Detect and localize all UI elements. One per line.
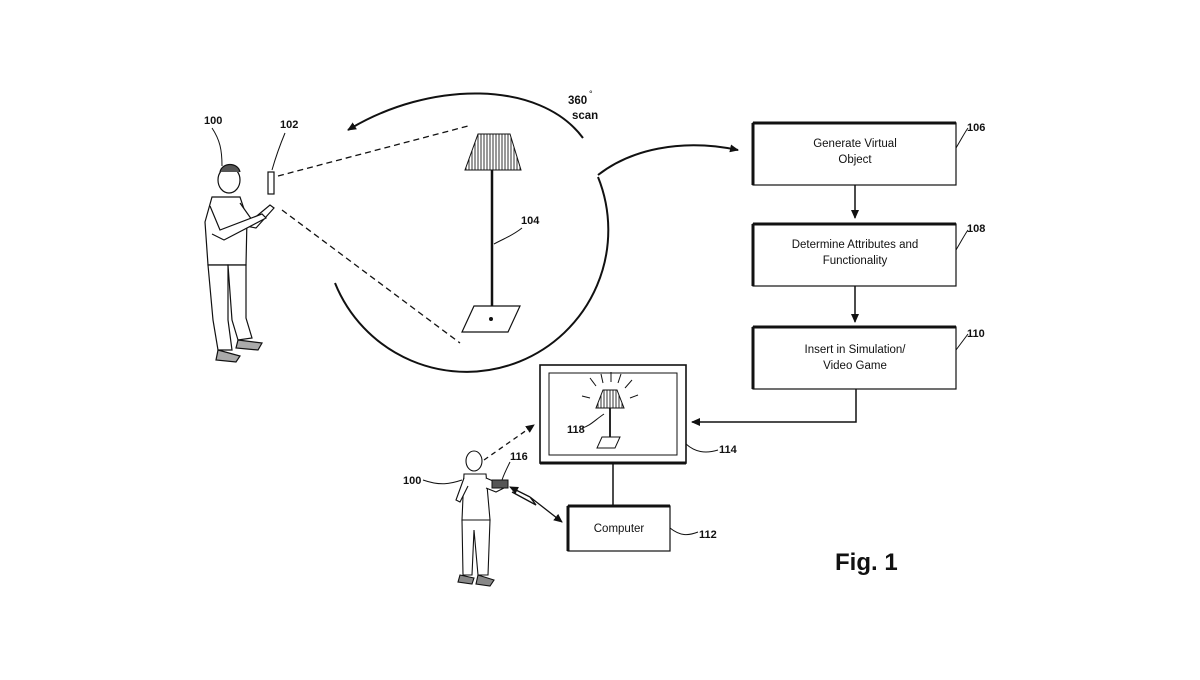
device-ref-leader [271, 132, 286, 171]
ref-104: 104 [521, 215, 540, 227]
user-sightline [483, 424, 535, 461]
scan-degree-sign: ° [589, 89, 593, 99]
wireless-link-back [509, 486, 531, 498]
ref-114: 114 [719, 444, 738, 456]
physical-lamp [461, 133, 522, 333]
figure-label: Fig. 1 [835, 549, 898, 576]
ref-100-top: 100 [204, 115, 222, 127]
box-determine-line1: Determine Attributes and [792, 239, 919, 251]
box-insert-line1: Insert in Simulation/ [805, 344, 907, 356]
box-determine-line2: Functionality [823, 255, 888, 267]
ref-114-leader [685, 443, 719, 453]
user-bottom-figure [455, 450, 505, 587]
user-top-ref-leader [211, 127, 223, 167]
ref-108-leader [955, 229, 969, 251]
box-insert-simulation: Insert in Simulation/ Video Game [751, 325, 957, 390]
wireless-link [511, 491, 563, 523]
computer-box: Computer [566, 504, 671, 552]
user-top-figure [204, 163, 275, 363]
ref-100-bottom: 100 [403, 475, 421, 487]
scan-word-label: scan [572, 110, 598, 122]
scan-arc-top [347, 92, 584, 139]
lamp-ref-leader [493, 227, 523, 245]
insert-to-display-arrow [691, 389, 857, 426]
ref-108: 108 [967, 223, 985, 235]
ref-116-leader [501, 461, 511, 481]
ref-106: 106 [967, 122, 985, 134]
ref-118-leader [581, 413, 605, 429]
scan-degrees-label: 360 [568, 95, 587, 107]
box-generate-line2: Object [838, 154, 872, 166]
ref-112-leader [669, 527, 699, 536]
ref-102: 102 [280, 119, 298, 131]
box-generate-virtual-object: Generate Virtual Object [751, 121, 957, 186]
virtual-lamp [581, 372, 639, 449]
box-insert-line2: Video Game [823, 360, 887, 372]
ref-116: 116 [510, 451, 528, 463]
ref-106-leader [955, 127, 969, 149]
box-generate-line1: Generate Virtual [813, 138, 897, 150]
scan-ray-lower [281, 209, 461, 344]
ref-118: 118 [567, 424, 585, 436]
scanning-device [267, 171, 275, 195]
scan-ray-upper [277, 125, 469, 177]
scan-to-generate-arrow [597, 144, 739, 176]
ref-110: 110 [967, 328, 985, 340]
ref-110-leader [955, 333, 969, 351]
box-determine-attributes: Determine Attributes and Functionality [751, 222, 957, 287]
ref-112: 112 [699, 529, 717, 541]
computer-label: Computer [594, 523, 645, 535]
ref-100-bottom-leader [422, 479, 463, 485]
scan-arc [334, 176, 610, 373]
game-controller [491, 479, 509, 489]
